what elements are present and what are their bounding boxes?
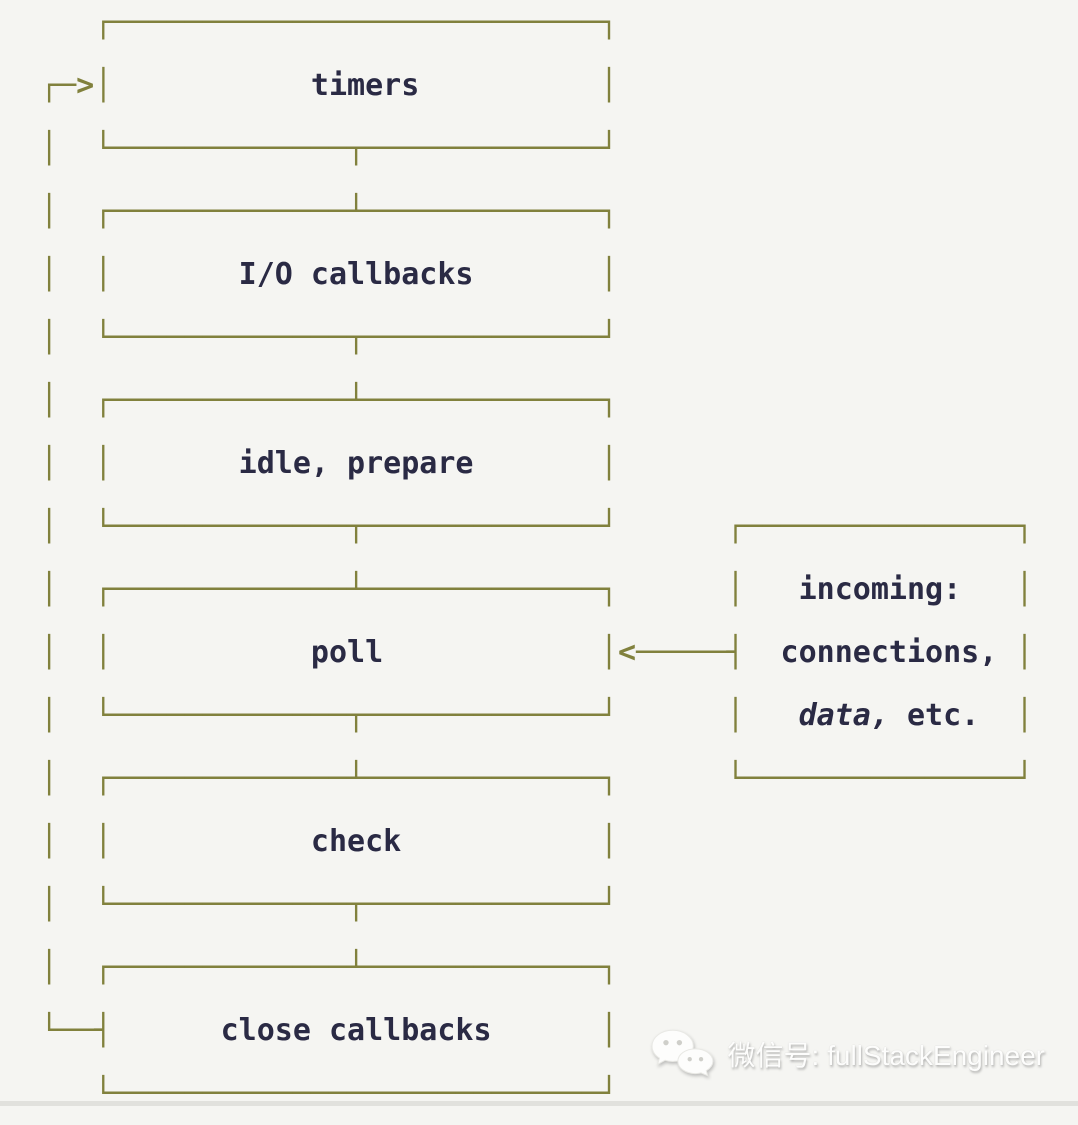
line-art: │ └─────────────┬─────────────┘ │ bbox=[40, 698, 745, 733]
line-art: │ bbox=[94, 68, 113, 103]
label-text bbox=[744, 698, 798, 733]
check-box-top-and-incoming-bottom: │ ┌─────────────┴─────────────┐ └───────… bbox=[40, 747, 1033, 810]
check-row: │ │ check │ bbox=[40, 810, 1033, 873]
ascii-diagram: ┌───────────────────────────┐┌─>│ timers… bbox=[40, 0, 1033, 1125]
line-art: │ │ bbox=[40, 635, 113, 670]
line-art: │ bbox=[599, 635, 618, 670]
line-art: │ bbox=[599, 257, 618, 292]
wechat-icon bbox=[651, 1029, 713, 1077]
incoming-label-line1: incoming: bbox=[744, 572, 1016, 607]
timers-box-bottom: │ └─────────────┬─────────────┘ bbox=[40, 117, 1033, 180]
io-callbacks-row: │ │ I/O callbacks │ bbox=[40, 243, 1033, 306]
watermark-text: 微信号: fullStackEngineer bbox=[727, 1040, 1045, 1071]
close-callbacks-box-top: │ ┌─────────────┴─────────────┐ bbox=[40, 936, 1033, 999]
idle-prepare-box-top: │ ┌─────────────┴─────────────┐ bbox=[40, 369, 1033, 432]
line-art: │ bbox=[1015, 572, 1034, 607]
line-art: │ bbox=[599, 824, 618, 859]
timers-box-top: ┌───────────────────────────┐ bbox=[40, 0, 1033, 54]
line-art: │ bbox=[599, 1013, 618, 1048]
line-art: │ ┌─────────────┴─────────────┐ bbox=[40, 194, 618, 229]
phase-label-close-callbacks: close callbacks bbox=[112, 1013, 600, 1048]
line-art: │ ┌─────────────┴─────────────┐ └───────… bbox=[40, 761, 1034, 796]
line-art: │ bbox=[599, 68, 618, 103]
incoming-label-line2: connections, bbox=[744, 635, 1016, 670]
io-callbacks-box-bottom: │ └─────────────┬─────────────┘ bbox=[40, 306, 1033, 369]
line-art: │ ┌─────────────┴─────────────┐ │ bbox=[40, 572, 745, 607]
io-callbacks-box-top: │ ┌─────────────┴─────────────┐ bbox=[40, 180, 1033, 243]
line-art: ┌───────────────────────────┐ bbox=[40, 5, 618, 40]
line-art: │ └─────────────┬─────────────┘ bbox=[40, 320, 618, 355]
line-art: │ bbox=[1015, 635, 1034, 670]
line-art: │ ┌─────────────┴─────────────┐ bbox=[40, 950, 618, 985]
line-art: │ │ bbox=[40, 824, 113, 859]
line-art: │ ┌─────────────┴─────────────┐ bbox=[40, 383, 618, 418]
line-art: │ │ bbox=[40, 257, 113, 292]
idle-prepare-row: │ │ idle, prepare │ bbox=[40, 432, 1033, 495]
line-art: │ └─────────────┬─────────────┘ ┌───────… bbox=[40, 509, 1034, 544]
poll-box-top-and-incoming-line1: │ ┌─────────────┴─────────────┐ │ incomi… bbox=[40, 558, 1033, 621]
phase-label-check: check bbox=[112, 824, 600, 859]
phase-label-io-callbacks: I/O callbacks bbox=[112, 257, 600, 292]
line-art: │ └─────────────┬─────────────┘ bbox=[40, 887, 618, 922]
incoming-label-data: data, bbox=[798, 698, 889, 733]
image-bottom-edge bbox=[0, 1101, 1078, 1106]
poll-row-and-incoming-line2: │ │ poll │<─────┤ connections, │ bbox=[40, 621, 1033, 684]
incoming-label-etc: etc. bbox=[888, 698, 1016, 733]
watermark: 微信号: fullStackEngineer bbox=[651, 1028, 1045, 1080]
close-callbacks-row: └──┤ close callbacks │ bbox=[40, 999, 1033, 1062]
phase-label-poll: poll bbox=[112, 635, 600, 670]
idle-prepare-box-bottom-and-incoming-top: │ └─────────────┬─────────────┘ ┌───────… bbox=[40, 495, 1033, 558]
incoming-arrow: <─────┤ bbox=[617, 635, 745, 670]
timers-row: ┌─>│ timers │ bbox=[40, 54, 1033, 117]
line-art: │ bbox=[1015, 698, 1034, 733]
loop-return-arrow: ┌─> bbox=[40, 68, 95, 103]
loop-return-corner: └──┤ bbox=[40, 1013, 113, 1048]
line-art: │ bbox=[599, 446, 618, 481]
line-art: │ └─────────────┬─────────────┘ bbox=[40, 131, 618, 166]
check-box-bottom: │ └─────────────┬─────────────┘ bbox=[40, 873, 1033, 936]
line-art: │ │ bbox=[40, 446, 113, 481]
phase-label-timers: timers bbox=[112, 68, 600, 103]
phase-label-idle-prepare: idle, prepare bbox=[112, 446, 600, 481]
poll-box-bottom-and-incoming-line3: │ └─────────────┬─────────────┘ │ data, … bbox=[40, 684, 1033, 747]
